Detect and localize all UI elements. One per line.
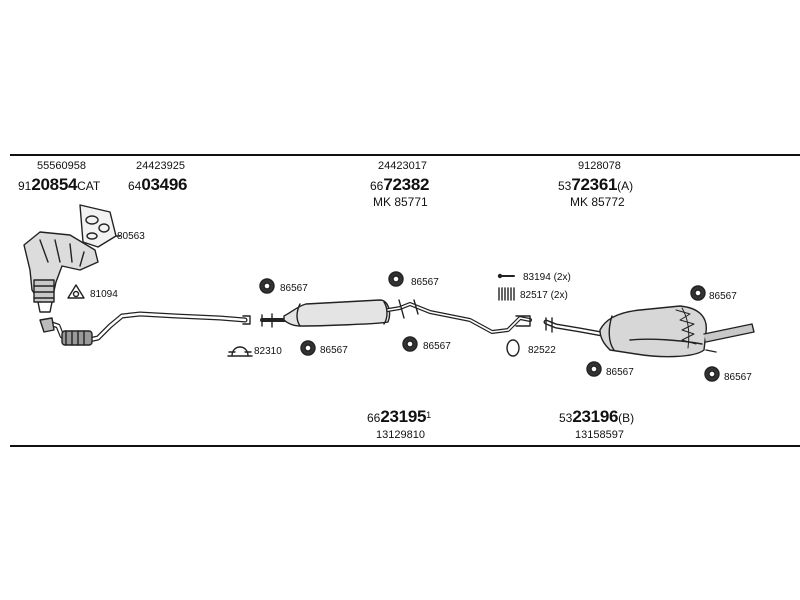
mounting-kit-rear: MK 85772 [570,195,625,209]
part-suffix: (B) [618,411,635,425]
part-bold: 72382 [383,175,430,194]
rubber-mount-86567-e [690,285,706,301]
exhaust-manifold-catalyst [23,231,99,313]
part-suffix: 1 [426,410,432,420]
oe-number-manifold: 55560958 [37,160,86,172]
clamp-82310 [227,346,253,357]
part-bold: 03496 [141,175,188,194]
flange-gasket-81094 [67,284,85,299]
oe-number-intermediate-pipe: 13129810 [376,429,425,441]
callout-82517: 82517 (2x) [520,290,568,301]
part-number-rear-silencer-b: 5323196(B) [559,408,634,426]
part-number-manifold: 9120854CAT [18,176,100,194]
bolt-83194 [497,273,515,279]
callout-86567-a: 86567 [280,283,308,294]
part-suffix: (A) [617,179,634,193]
part-number-intermediate-pipe: 66231951 [367,408,431,426]
part-prefix: 64 [128,179,142,193]
oe-number-rear-silencer: 9128078 [578,160,621,172]
part-bold: 23195 [380,407,427,426]
part-bold: 23196 [572,407,619,426]
oe-number-rear-silencer-b: 13158597 [575,429,624,441]
part-number-front-pipe: 6403496 [128,176,187,194]
rubber-mount-86567-c [388,271,404,287]
top-divider-line [10,154,800,156]
part-prefix: 66 [367,411,381,425]
oe-number-middle-silencer: 24423017 [378,160,427,172]
part-prefix: 91 [18,179,32,193]
front-pipe [39,311,251,346]
rubber-mount-86567-d [402,336,418,352]
part-bold: 20854 [31,175,78,194]
callout-86567-f: 86567 [606,367,634,378]
callout-86567-c: 86567 [411,277,439,288]
part-number-middle-silencer: 6672382 [370,176,429,194]
callout-86567-e: 86567 [709,291,737,302]
rubber-mount-86567-a [259,278,275,294]
callout-82522: 82522 [528,345,556,356]
rubber-mount-86567-f [586,361,602,377]
callout-82310: 82310 [254,346,282,357]
callout-80563: 80563 [117,231,145,242]
part-prefix: 66 [370,179,384,193]
callout-86567-b: 86567 [320,345,348,356]
rear-silencer [543,305,755,358]
mounting-kit-middle: MK 85771 [373,195,428,209]
callout-86567-d: 86567 [423,341,451,352]
middle-silencer [260,299,532,334]
manifold-gasket [79,204,121,248]
part-prefix: 53 [559,411,573,425]
callout-83194: 83194 (2x) [523,272,571,283]
part-suffix: CAT [77,179,101,193]
part-number-rear-silencer: 5372361(A) [558,176,633,194]
rubber-mount-86567-b [300,340,316,356]
oe-number-front-pipe: 24423925 [136,160,185,172]
gasket-ring-82522 [506,339,520,357]
bottom-divider-line [10,445,800,447]
callout-86567-g: 86567 [724,372,752,383]
spring-82517 [498,287,515,301]
part-prefix: 53 [558,179,572,193]
callout-81094: 81094 [90,289,118,300]
rubber-mount-86567-g [704,366,720,382]
part-bold: 72361 [571,175,618,194]
